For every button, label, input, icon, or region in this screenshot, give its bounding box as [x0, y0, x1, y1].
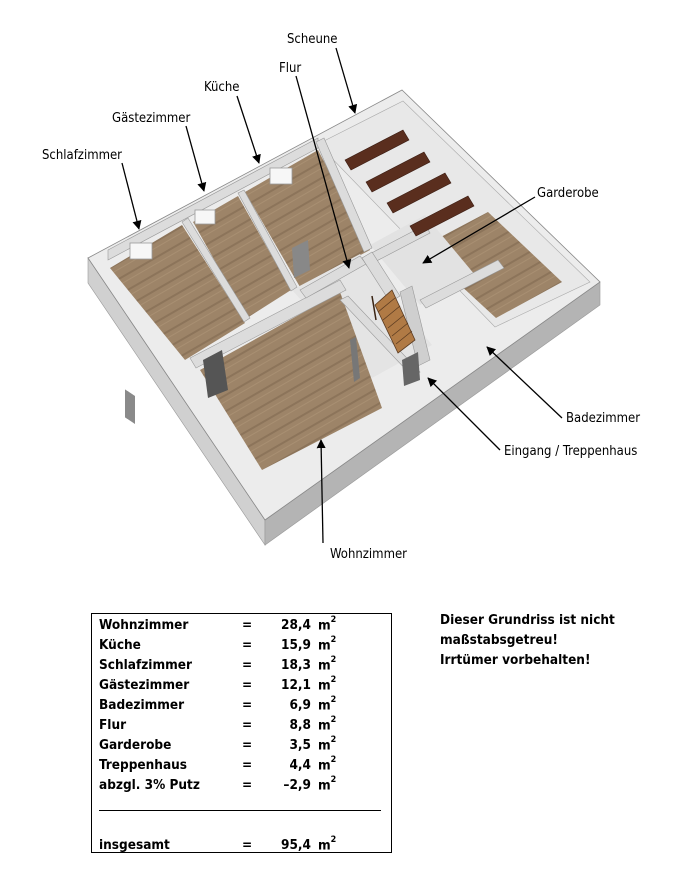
area-unit: m2 — [318, 735, 337, 754]
label-kueche: Küche — [204, 80, 240, 95]
room-name: Schlafzimmer — [99, 657, 192, 673]
table-row: Garderobe = 3,5 m2 — [92, 735, 391, 755]
room-name: Badezimmer — [99, 697, 185, 713]
room-name: Garderobe — [99, 737, 172, 753]
area-unit: m2 — [318, 675, 337, 694]
window-icon — [129, 242, 153, 260]
room-name: Flur — [99, 717, 127, 733]
total-label: insgesamt — [99, 837, 170, 853]
callout-arrows — [121, 47, 563, 544]
area-value: 8,8 — [289, 717, 311, 733]
equals-sign: = — [242, 717, 253, 733]
interior-walls — [107, 137, 505, 377]
table-row: Schlafzimmer = 18,3 m2 — [92, 655, 391, 675]
area-value: 18,3 — [281, 657, 311, 673]
table-row: Gästezimmer = 12,1 m2 — [92, 675, 391, 695]
arrow-scheune — [335, 47, 358, 114]
window-icon — [194, 209, 216, 225]
arrow-badezimmer — [486, 346, 563, 419]
area-value: 12,1 — [281, 677, 311, 693]
equals-sign: = — [242, 637, 253, 653]
total-value: 95,4 — [281, 837, 311, 853]
door-icon — [203, 350, 228, 398]
equals-sign: = — [242, 677, 253, 693]
area-value: 4,4 — [289, 757, 311, 773]
area-value: 15,9 — [281, 637, 311, 653]
area-unit: m2 — [318, 615, 337, 634]
label-schlafzimmer: Schlafzimmer — [42, 148, 122, 163]
equals-sign: = — [242, 737, 253, 753]
room-name: abzgl. 3% Putz — [99, 777, 200, 793]
area-unit: m2 — [318, 635, 337, 654]
label-gaestezimmer: Gästezimmer — [112, 111, 191, 126]
area-unit: m2 — [318, 775, 337, 794]
disclaimer-line: maßstabsgetreu! — [440, 632, 558, 648]
equals-sign: = — [242, 837, 253, 853]
equals-sign: = — [242, 697, 253, 713]
door-icon — [350, 337, 360, 382]
area-unit: m2 — [318, 755, 337, 774]
equals-sign: = — [242, 657, 253, 673]
room-name: Gästezimmer — [99, 677, 190, 693]
arrow-flur — [295, 75, 352, 269]
arrow-kueche — [236, 95, 261, 164]
room-name: Küche — [99, 637, 141, 653]
label-badezimmer: Badezimmer — [566, 411, 640, 426]
staircase-icon — [371, 289, 416, 354]
table-row: Küche = 15,9 m2 — [92, 635, 391, 655]
label-wohnzimmer: Wohnzimmer — [330, 547, 407, 562]
room-name: Wohnzimmer — [99, 617, 189, 633]
floor-plan-3d — [87, 47, 601, 546]
table-total-row: insgesamt = 95,4 m2 — [92, 835, 391, 855]
area-value: 6,9 — [289, 697, 311, 713]
arrow-schlafzimmer — [121, 162, 142, 230]
disclaimer-note: Dieser Grundriss ist nicht maßstabsgetre… — [440, 610, 615, 670]
wohnzimmer-floor — [200, 292, 382, 470]
door-icon — [402, 352, 420, 386]
area-unit: m2 — [318, 715, 337, 734]
label-garderobe: Garderobe — [537, 186, 599, 201]
area-table: Wohnzimmer = 28,4 m2 Küche = 15,9 m2 Sch… — [91, 613, 392, 855]
equals-sign: = — [242, 617, 253, 633]
table-row: Flur = 8,8 m2 — [92, 715, 391, 735]
label-scheune: Scheune — [287, 32, 338, 47]
window-icon — [269, 167, 293, 185]
equals-sign: = — [242, 757, 253, 773]
area-value: 3,5 — [289, 737, 311, 753]
area-value: 28,4 — [281, 617, 311, 633]
barn-beams — [344, 129, 475, 237]
disclaimer-line: Irrtümer vorbehalten! — [440, 652, 591, 668]
area-unit: m2 — [318, 655, 337, 674]
equals-sign: = — [242, 777, 253, 793]
arrow-wohnzimmer — [316, 439, 326, 544]
doors — [129, 167, 420, 398]
door-icon — [292, 240, 310, 278]
table-row: Treppenhaus = 4,4 m2 — [92, 755, 391, 775]
area-unit: m2 — [318, 695, 337, 714]
window-icon — [125, 389, 135, 425]
area-unit: m2 — [318, 835, 337, 854]
gaestezimmer-floor — [193, 196, 291, 318]
label-flur: Flur — [279, 61, 302, 76]
arrow-garderobe — [422, 196, 536, 264]
arrow-eingang — [427, 377, 501, 451]
table-row: Wohnzimmer = 28,4 m2 — [92, 615, 391, 635]
table-row: Badezimmer = 6,9 m2 — [92, 695, 391, 715]
area-value: –2,9 — [283, 777, 311, 793]
table-row: abzgl. 3% Putz = –2,9 m2 — [92, 775, 391, 795]
room-name: Treppenhaus — [99, 757, 188, 773]
disclaimer-line: Dieser Grundriss ist nicht — [440, 612, 615, 628]
label-eingang: Eingang / Treppenhaus — [504, 444, 638, 459]
arrow-gaestezimmer — [185, 125, 207, 192]
table-divider — [99, 810, 381, 811]
